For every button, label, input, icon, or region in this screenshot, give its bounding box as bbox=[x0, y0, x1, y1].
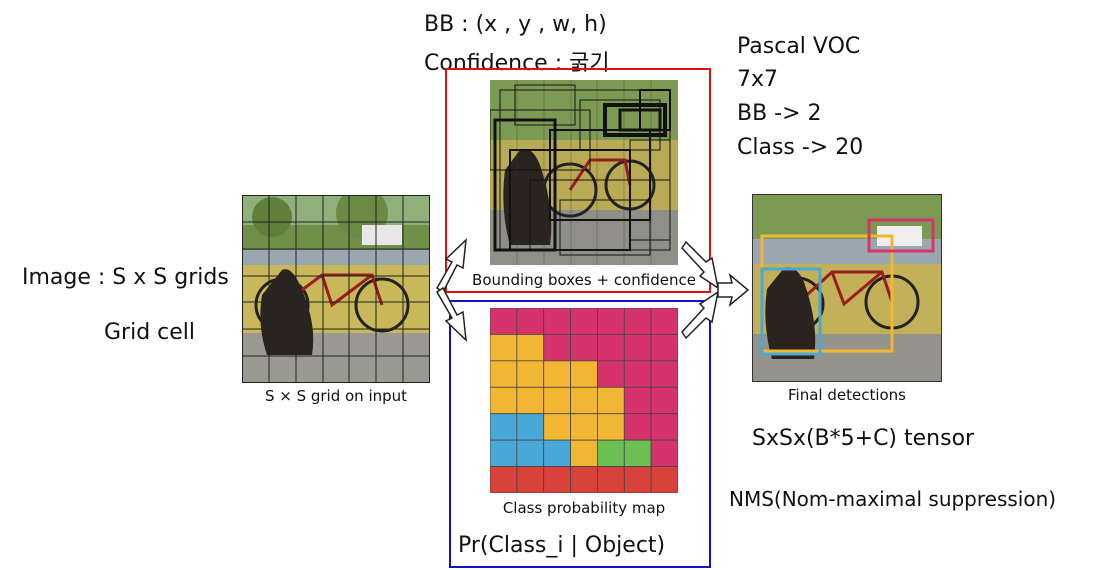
bb-note: BB : (x , y , w, h) bbox=[424, 12, 607, 37]
class-map-cell bbox=[623, 439, 652, 467]
dataset-note: Pascal VOC bbox=[737, 34, 861, 59]
class-map-cell bbox=[543, 360, 571, 388]
class-probability-map bbox=[490, 308, 678, 493]
final-detections-image bbox=[752, 194, 942, 382]
class-map-cell bbox=[623, 413, 652, 441]
bb-count-note: BB -> 2 bbox=[737, 101, 822, 126]
class-map-cell bbox=[516, 439, 545, 467]
class-map-cell bbox=[570, 308, 598, 335]
class-map-cell bbox=[570, 386, 598, 415]
class-map-cell bbox=[543, 386, 571, 415]
class-map-cell bbox=[570, 334, 598, 362]
class-map-cell bbox=[623, 308, 652, 335]
class-map-cell bbox=[543, 413, 571, 441]
class-map-cell bbox=[570, 439, 598, 467]
class-count-note: Class -> 20 bbox=[737, 135, 864, 160]
tensor-note: SxSx(B*5+C) tensor bbox=[752, 426, 975, 451]
class-map-cell bbox=[490, 466, 518, 493]
class-map-cell bbox=[490, 334, 518, 362]
class-map-cell bbox=[650, 360, 678, 388]
class-map-cell bbox=[570, 360, 598, 388]
input-grid-image bbox=[242, 195, 430, 383]
class-map-cell bbox=[543, 466, 571, 493]
class-map-cell bbox=[623, 360, 652, 388]
class-map-cell bbox=[623, 466, 652, 493]
class-map-cell bbox=[570, 466, 598, 493]
class-map-cell bbox=[597, 360, 625, 388]
class-map-cell bbox=[597, 413, 625, 441]
classmap-caption: Class probability map bbox=[502, 499, 666, 517]
grid-cell-note: Grid cell bbox=[104, 320, 196, 345]
class-map-cell bbox=[650, 386, 678, 415]
class-map-cell bbox=[516, 466, 545, 493]
arrow-to-final-icon bbox=[717, 272, 750, 308]
class-map-cell bbox=[516, 413, 545, 441]
class-map-cell bbox=[623, 386, 652, 415]
final-caption: Final detections bbox=[788, 386, 906, 404]
class-map-cell bbox=[490, 386, 518, 415]
bbox-caption: Bounding boxes + confidence bbox=[472, 271, 696, 289]
class-map-cell bbox=[597, 386, 625, 415]
class-map-cell bbox=[490, 439, 518, 467]
class-map-cell bbox=[490, 360, 518, 388]
class-map-cell bbox=[570, 413, 598, 441]
bbox-image bbox=[490, 80, 678, 265]
class-map-cell bbox=[490, 413, 518, 441]
class-map-cell bbox=[516, 308, 545, 335]
input-caption: S × S grid on input bbox=[264, 387, 408, 405]
class-map-cell bbox=[597, 466, 625, 493]
class-map-cell bbox=[597, 308, 625, 335]
class-map-cell bbox=[597, 334, 625, 362]
grid-size-note: 7x7 bbox=[737, 67, 779, 92]
bbox-frame bbox=[445, 68, 711, 293]
class-map-cell bbox=[597, 439, 625, 467]
confidence-note: Confidence : 굵기 bbox=[424, 51, 610, 76]
class-map-cell bbox=[650, 334, 678, 362]
class-map-cell bbox=[650, 413, 678, 441]
class-map-cell bbox=[516, 360, 545, 388]
image-grid-note: Image : S x S grids bbox=[22, 265, 229, 290]
class-map-cell bbox=[650, 308, 678, 335]
class-map-cell bbox=[623, 334, 652, 362]
class-map-cell bbox=[543, 439, 571, 467]
class-map-cell bbox=[543, 308, 571, 335]
nms-note: NMS(Nom-maximal suppression) bbox=[729, 487, 1057, 511]
class-map-cell bbox=[650, 439, 678, 467]
class-map-cell bbox=[650, 466, 678, 493]
class-map-cell bbox=[516, 334, 545, 362]
class-map-cell bbox=[543, 334, 571, 362]
class-map-cell bbox=[490, 308, 518, 335]
class-map-cell bbox=[516, 386, 545, 415]
classmap-frame bbox=[449, 300, 711, 568]
pr-note: Pr(Class_i | Object) bbox=[458, 533, 666, 558]
